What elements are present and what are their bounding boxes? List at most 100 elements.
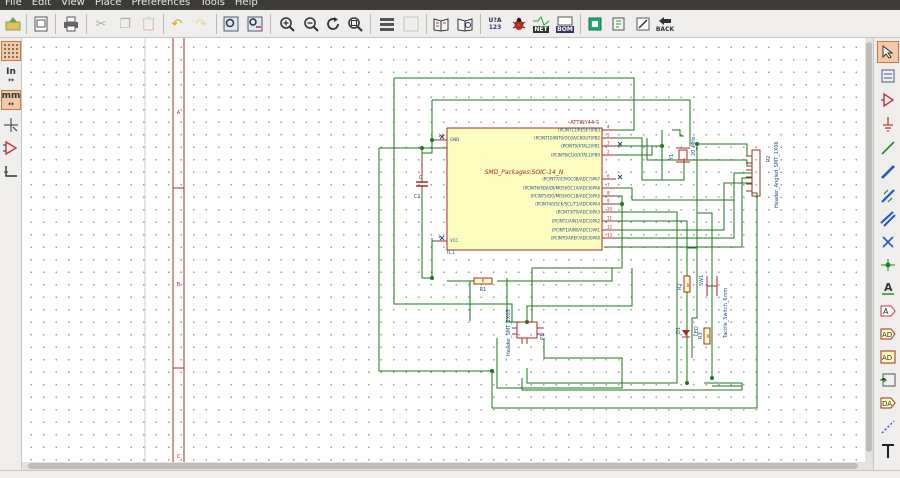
redraw-icon[interactable] xyxy=(322,13,344,35)
bus-bus-entry-icon[interactable] xyxy=(877,208,899,230)
menu-edit[interactable]: Edit xyxy=(31,0,52,8)
ic1-pin-name: (PCINT3/T0/ADC3)PA3 xyxy=(556,210,600,215)
menu-view[interactable]: View xyxy=(61,0,85,8)
ic1-pin-name: (PCINT1/AIN0/ADC1)PA1 xyxy=(552,228,601,233)
place-text-icon[interactable] xyxy=(877,440,899,462)
place-hier-pin-icon[interactable]: DA xyxy=(877,392,899,414)
menu-place[interactable]: Place xyxy=(94,0,122,8)
bom-label: BOM xyxy=(556,25,574,33)
capacitor-c1-value: C xyxy=(419,175,423,181)
ic1-value: ATTINY44-S xyxy=(570,120,599,126)
no-connect-icon[interactable] xyxy=(877,231,899,253)
find-icon[interactable] xyxy=(220,13,242,35)
ic1-pin-num: 12 xyxy=(607,225,613,230)
ic1-pin-num: 4 xyxy=(607,125,610,130)
resistor-r2[interactable]: R R2 xyxy=(677,275,691,293)
page-settings-icon[interactable] xyxy=(30,13,52,35)
isp-header-p1[interactable]: Header_SMT_2X03 P1 xyxy=(506,309,546,356)
cursor-shape-icon[interactable] xyxy=(1,115,21,135)
switch-sw1[interactable]: SW1 Tactile_Switch_6mm xyxy=(699,275,729,339)
units-mm-button[interactable]: mm ↔ xyxy=(1,90,21,110)
svg-text:DA: DA xyxy=(882,400,892,408)
ftdi-header-p2[interactable]: Header_Angled_SMT_1X06 P2 xyxy=(746,141,780,208)
menu-tools[interactable]: Tools xyxy=(200,0,225,8)
print-icon[interactable] xyxy=(60,13,82,35)
import-footprint-icon[interactable] xyxy=(632,13,654,35)
place-graphic-line-icon[interactable] xyxy=(877,416,899,438)
crystal-y1-ref: Y1 xyxy=(669,154,675,161)
hidden-pins-icon[interactable] xyxy=(1,138,21,158)
switch-sw1-value: Tactile_Switch_6mm xyxy=(723,288,729,339)
main-toolbar: ✂ ❐ 📋 ↶ ↷ U?A 123 NET xyxy=(0,10,900,38)
place-net-label-icon[interactable]: A xyxy=(877,277,899,299)
ic1-pin-name: (PCINT4/USCK/SCL/T1/ADC4)PA4 xyxy=(535,202,600,207)
frame-row-label-b: B xyxy=(177,282,181,288)
redo-icon[interactable]: ↷ xyxy=(195,16,207,32)
menu-preferences[interactable]: Preferences xyxy=(131,0,191,8)
paste-icon[interactable]: 📋 xyxy=(140,16,158,32)
import-hier-pin-icon[interactable] xyxy=(877,369,899,391)
ic1-pin-num: 9 xyxy=(607,199,610,204)
svg-text:A: A xyxy=(884,281,893,294)
place-junction-icon[interactable] xyxy=(877,254,899,276)
place-hier-label-icon[interactable]: AD xyxy=(877,323,899,345)
place-hier-sheet-icon[interactable]: AD xyxy=(877,346,899,368)
ic1-pin-num: 11 xyxy=(607,216,613,221)
pcbnew-icon[interactable] xyxy=(608,13,630,35)
hierarchy-navigator-icon[interactable] xyxy=(376,13,398,35)
grid-toggle-icon[interactable] xyxy=(1,41,21,61)
resistor-r3[interactable]: R R3 xyxy=(698,327,711,345)
switch-sw1-ref: SW1 xyxy=(699,275,705,286)
zoom-out-icon[interactable] xyxy=(300,13,322,35)
place-component-icon[interactable] xyxy=(877,89,899,111)
wire-angle-icon[interactable] xyxy=(1,162,21,182)
cut-icon[interactable]: ✂ xyxy=(95,16,107,32)
svg-text:A: A xyxy=(883,307,889,316)
led-d1[interactable]: D1 LED xyxy=(676,326,700,338)
highlight-net-icon[interactable] xyxy=(877,65,899,87)
netlist-icon[interactable]: NET xyxy=(530,13,552,35)
crystal-y1-value: 20_MHz xyxy=(691,136,697,156)
erc-bug-icon[interactable] xyxy=(508,13,530,35)
zoom-fit-icon[interactable] xyxy=(344,13,366,35)
crystal-y1[interactable]: 20_MHz Y1 xyxy=(669,136,697,163)
menu-help[interactable]: Help xyxy=(234,0,258,8)
led-d1-value: LED xyxy=(694,326,700,336)
zoom-in-icon[interactable] xyxy=(276,13,298,35)
place-bus-icon[interactable] xyxy=(877,161,899,183)
junctions xyxy=(420,138,714,385)
horizontal-scrollbar[interactable] xyxy=(22,462,873,470)
place-wire-icon[interactable] xyxy=(877,137,899,159)
left-toolbar: In ↔ mm ↔ xyxy=(0,38,22,470)
capacitor-c1-ref: C1 xyxy=(414,194,421,200)
place-global-label-icon[interactable]: A xyxy=(877,300,899,322)
resistor-r2-value: R xyxy=(687,283,690,288)
ftdi-header-ref: P2 xyxy=(766,156,772,162)
frame-row-label-a: A xyxy=(177,110,181,116)
capacitor-c1[interactable]: C C1 xyxy=(414,156,428,200)
menu-file[interactable]: File xyxy=(5,0,22,8)
ic1-symbol[interactable]: ATTINY44-S IC1 SMD_Packages:SOIC-14_N 14… xyxy=(435,120,623,256)
place-power-icon[interactable] xyxy=(877,113,899,135)
leave-sheet-icon[interactable] xyxy=(400,13,422,35)
find-replace-icon[interactable] xyxy=(244,13,266,35)
back-annotate-icon[interactable]: BACK xyxy=(654,13,676,35)
copy-icon[interactable]: ❐ xyxy=(119,16,131,32)
library-editor-icon[interactable] xyxy=(430,13,452,35)
vertical-scrollbar[interactable] xyxy=(865,38,873,462)
annotate-icon[interactable]: U?A 123 xyxy=(484,13,506,35)
bom-icon[interactable]: BOM xyxy=(554,13,576,35)
select-arrow-icon[interactable] xyxy=(877,41,899,63)
cvpcb-footprint-icon[interactable] xyxy=(584,13,606,35)
library-browser-icon[interactable] xyxy=(454,13,476,35)
schematic-setup-icon[interactable] xyxy=(2,13,24,35)
resistor-r2-ref: R2 xyxy=(677,283,683,290)
vertical-scroll-thumb[interactable] xyxy=(866,42,872,452)
undo-icon[interactable]: ↶ xyxy=(171,16,183,32)
wire-bus-entry-icon[interactable] xyxy=(877,185,899,207)
horizontal-scroll-thumb[interactable] xyxy=(28,463,858,469)
resistor-r1[interactable]: R R1 xyxy=(473,277,493,293)
schematic-canvas[interactable]: A B C xyxy=(22,38,865,462)
units-inch-button[interactable]: In ↔ xyxy=(6,67,16,85)
right-toolbar: A A AD AD DA xyxy=(873,38,900,470)
